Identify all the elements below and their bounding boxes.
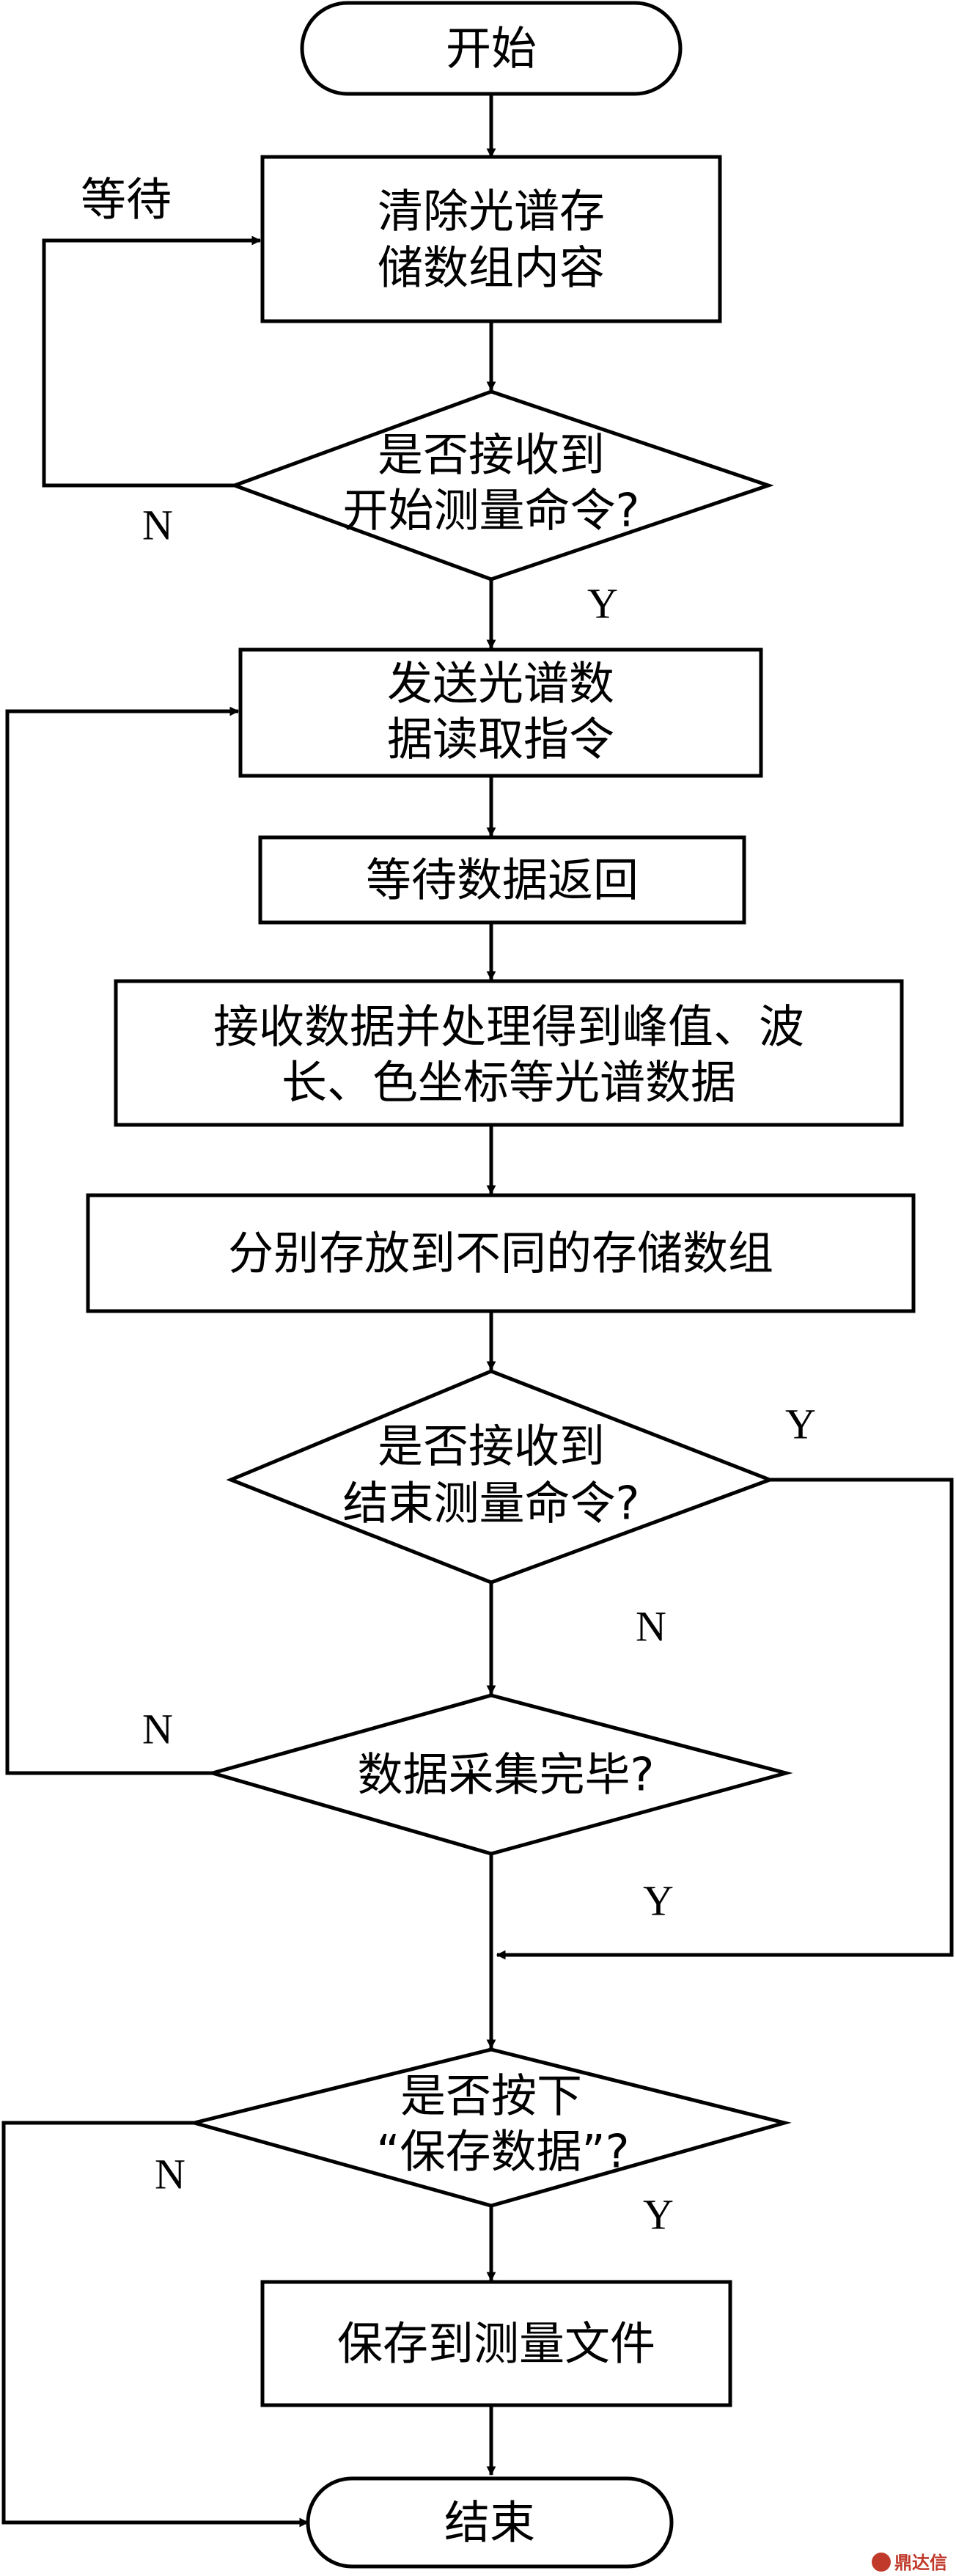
- label-save-no: N: [155, 2151, 185, 2198]
- node-process-data-line1: 接收数据并处理得到峰值、波: [213, 1000, 804, 1054]
- node-start: 开始: [300, 1, 683, 96]
- edges: [1, 94, 954, 2528]
- label-collect-done-no: N: [142, 1706, 173, 1753]
- node-store: 分别存放到不同的存储数组: [86, 1193, 916, 1313]
- watermark: 鼎达信: [872, 2553, 947, 2573]
- node-end-label: 结束: [444, 2496, 535, 2550]
- watermark-text: 鼎达信: [894, 2553, 947, 2573]
- node-clear-line1: 清除光谱存: [378, 185, 605, 238]
- node-save-file: 保存到测量文件: [260, 2280, 732, 2407]
- node-clear: 清除光谱存 储数组内容: [260, 155, 722, 323]
- node-recv-start-line1: 是否接收到: [378, 428, 605, 482]
- node-clear-line2: 储数组内容: [378, 241, 605, 295]
- node-recv-start: 是否接收到 开始测量命令?: [229, 389, 774, 581]
- node-start-label: 开始: [446, 22, 537, 76]
- edge-save-no: [1, 2121, 309, 2528]
- label-recv-end-yes: Y: [785, 1401, 816, 1448]
- node-send-read-line1: 发送光谱数: [387, 657, 614, 711]
- node-collect-done: 数据采集完毕?: [205, 1693, 793, 1856]
- node-send-read: 发送光谱数 据读取指令: [238, 647, 763, 778]
- node-save-pressed: 是否按下 “保存数据”?: [187, 2047, 792, 2208]
- label-save-yes: Y: [643, 2191, 674, 2239]
- edge-recv-end-yes: [496, 1478, 954, 1960]
- node-recv-start-line2: 开始测量命令?: [343, 484, 640, 537]
- node-store-label: 分别存放到不同的存储数组: [228, 1227, 773, 1280]
- node-save-file-label: 保存到测量文件: [337, 2317, 655, 2371]
- node-wait-return-label: 等待数据返回: [366, 854, 639, 907]
- node-wait-return: 等待数据返回: [258, 835, 746, 925]
- node-recv-end-line2: 结束测量命令?: [343, 1477, 640, 1530]
- label-recv-start-no: N: [142, 502, 173, 549]
- edge-collect-done-no-loop: [5, 706, 240, 1775]
- node-send-read-line2: 据读取指令: [387, 713, 614, 766]
- node-recv-end: 是否接收到 结束测量命令?: [226, 1369, 776, 1585]
- watermark-logo-icon: [872, 2553, 891, 2572]
- node-end: 结束: [306, 2476, 674, 2569]
- label-recv-start-yes: Y: [587, 580, 618, 628]
- edge-recv-start-no-loop: [42, 235, 262, 488]
- node-collect-done-label: 数据采集完毕?: [358, 1748, 655, 1802]
- node-save-pressed-line2: “保存数据”?: [376, 2125, 629, 2179]
- node-process-data-line2: 长、色坐标等光谱数据: [282, 1056, 736, 1109]
- label-wait: 等待: [81, 173, 172, 227]
- label-recv-end-no: N: [636, 1603, 666, 1651]
- node-process-data: 接收数据并处理得到峰值、波 长、色坐标等光谱数据: [114, 979, 904, 1127]
- node-save-pressed-line1: 是否按下: [400, 2069, 582, 2123]
- label-collect-done-yes: Y: [643, 1877, 674, 1925]
- node-recv-end-line1: 是否接收到: [378, 1420, 605, 1473]
